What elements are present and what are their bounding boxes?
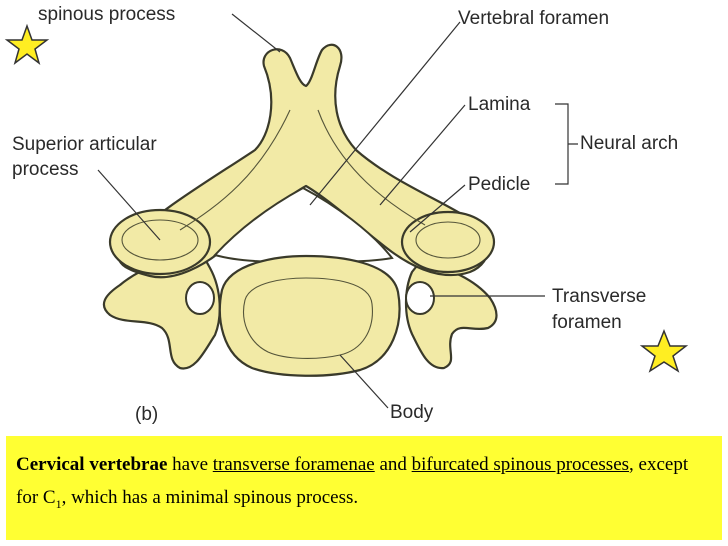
label-neural-arch: Neural arch [580,133,678,154]
label-panel: (b) [135,404,158,425]
vertebra-illustration [102,43,498,377]
label-pedicle: Pedicle [468,174,530,195]
star-icon [639,328,689,373]
link-transverse-foramenae[interactable]: transverse foramenae [212,454,375,475]
caption-box: Cervical vertebrae have transverse foram… [6,436,722,540]
caption-text: , which has a minimal spinous process. [61,487,359,508]
label-superior-articular-2: process [12,159,79,180]
caption-term: Cervical vertebrae [16,454,168,475]
label-transverse-foramen-1: Transverse [552,286,646,307]
label-body: Body [390,402,434,423]
caption-text: , except for C [16,454,689,508]
label-vertebral-foramen: Vertebral foramen [458,8,609,29]
caption-text: have [167,454,213,475]
label-superior-articular-1: Superior articular [12,134,157,155]
pointer-lines [97,13,578,409]
label-transverse-foramen-2: foramen [552,312,622,333]
link-bifurcated-spinous[interactable]: bifurcated spinous processes [411,454,630,475]
star-icon [4,23,50,65]
caption-subscript: 1 [55,496,62,511]
label-spinous-process: spinous process [38,4,175,25]
caption-text: and [374,454,412,475]
label-lamina: Lamina [468,94,531,115]
